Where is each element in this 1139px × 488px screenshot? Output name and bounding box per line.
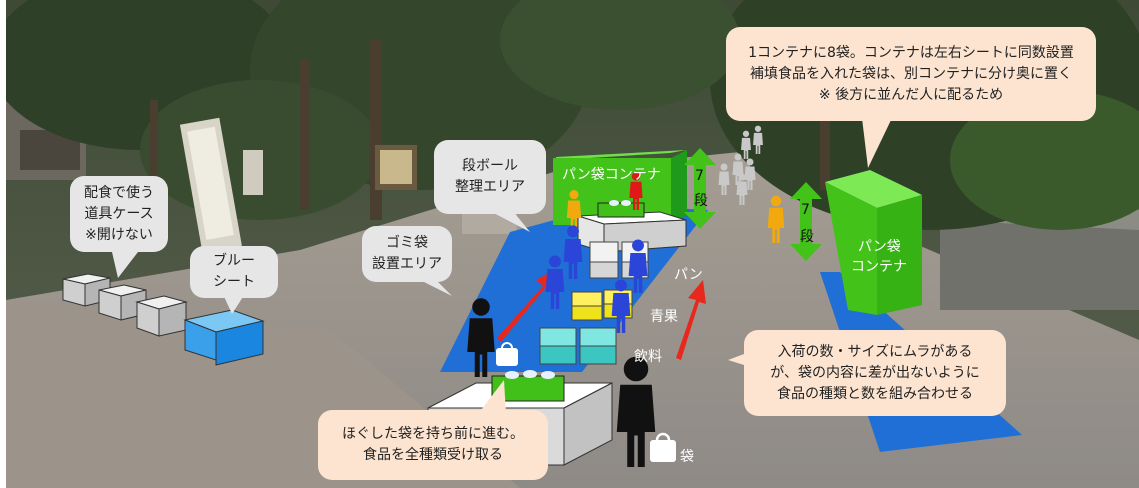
tiers-right-unit: 段: [800, 229, 814, 245]
container-rule-line-1: 1コンテナに8袋。コンテナは左右シートに同数設置: [748, 44, 1074, 61]
arrival-note-bubble: 入荷の数・サイズにムラがある が、袋の内容に差が出ないように 食品の種類と数を組…: [744, 330, 1006, 416]
pointer-container-rule: [862, 118, 892, 168]
height-arrow-right: [790, 182, 822, 261]
cardboard-area-line-2: 整理エリア: [455, 179, 525, 195]
bread-label: パン: [674, 267, 703, 283]
pointer-tool-case: [112, 252, 138, 278]
loosen-note-bubble: ほぐした袋を持ち前に進む。 食品を全種類受け取る: [318, 410, 548, 480]
tiers-right-number: 7: [801, 202, 810, 218]
tiers-left-unit: 段: [694, 193, 708, 209]
pointer-cardboard: [488, 210, 530, 232]
trash-area-bubble: ゴミ袋 設置エリア: [362, 226, 452, 282]
cardboard-area-bubble: 段ボール 整理エリア: [434, 140, 546, 214]
blue-sheet-line-2: シート: [213, 274, 255, 290]
container-rule-line-3: ※ 後方に並んだ人に配るため: [818, 86, 1004, 103]
tool-cases: [62, 273, 265, 366]
tool-case-bubble: 配食で使う 道具ケース ※開けない: [70, 176, 168, 252]
arrival-note-line-2: が、袋の内容に差が出ないように: [770, 364, 980, 381]
trash-area-line-1: ゴミ袋: [386, 235, 428, 251]
blue-sheet-line-1: ブルー: [213, 253, 255, 269]
loosen-note-line-1: ほぐした袋を持ち前に進む。: [342, 426, 524, 442]
bread-container-right: [825, 170, 922, 315]
blue-sheet-bubble: ブルー シート: [190, 246, 278, 298]
tool-case-line-2: 道具ケース: [84, 205, 154, 222]
bag-icon-left: [496, 342, 518, 366]
tool-case-line-3: ※開けない: [85, 226, 153, 243]
flow-arrow-right: [676, 280, 706, 360]
container-rule-line-2: 補填食品を入れた袋は、別コンテナに分け奥に置く: [750, 65, 1072, 82]
dog-signboard: [179, 117, 242, 253]
table-back: [577, 200, 687, 253]
bag-label: 袋: [680, 449, 694, 465]
tool-case-line-1: 配食で使う: [84, 184, 154, 201]
drinks-label: 飲料: [634, 349, 662, 365]
arrival-note-line-1: 入荷の数・サイズにムラがある: [777, 343, 973, 360]
cardboard-area-line-1: 段ボール: [462, 158, 518, 174]
loosen-note-line-2: 食品を全種類受け取る: [363, 447, 503, 463]
trash-area-line-2: 設置エリア: [372, 256, 442, 272]
tiers-left-number: 7: [695, 168, 704, 184]
bread-container-right-label-1: パン袋: [858, 239, 901, 255]
arrival-note-line-3: 食品の種類と数を組み合わせる: [777, 385, 973, 402]
height-arrow-left: [684, 148, 716, 229]
bag-icon-front: [650, 432, 676, 462]
vegetables-label: 青果: [650, 309, 678, 325]
bread-container-left-label: パン袋コンテナ: [562, 167, 661, 183]
pointer-loosen: [478, 380, 506, 414]
flow-arrow-left: [497, 268, 558, 342]
bread-container-right-label-2: コンテナ: [851, 259, 907, 275]
container-rule-bubble: 1コンテナに8袋。コンテナは左右シートに同数設置 補填食品を入れた袋は、別コンテ…: [726, 27, 1096, 121]
